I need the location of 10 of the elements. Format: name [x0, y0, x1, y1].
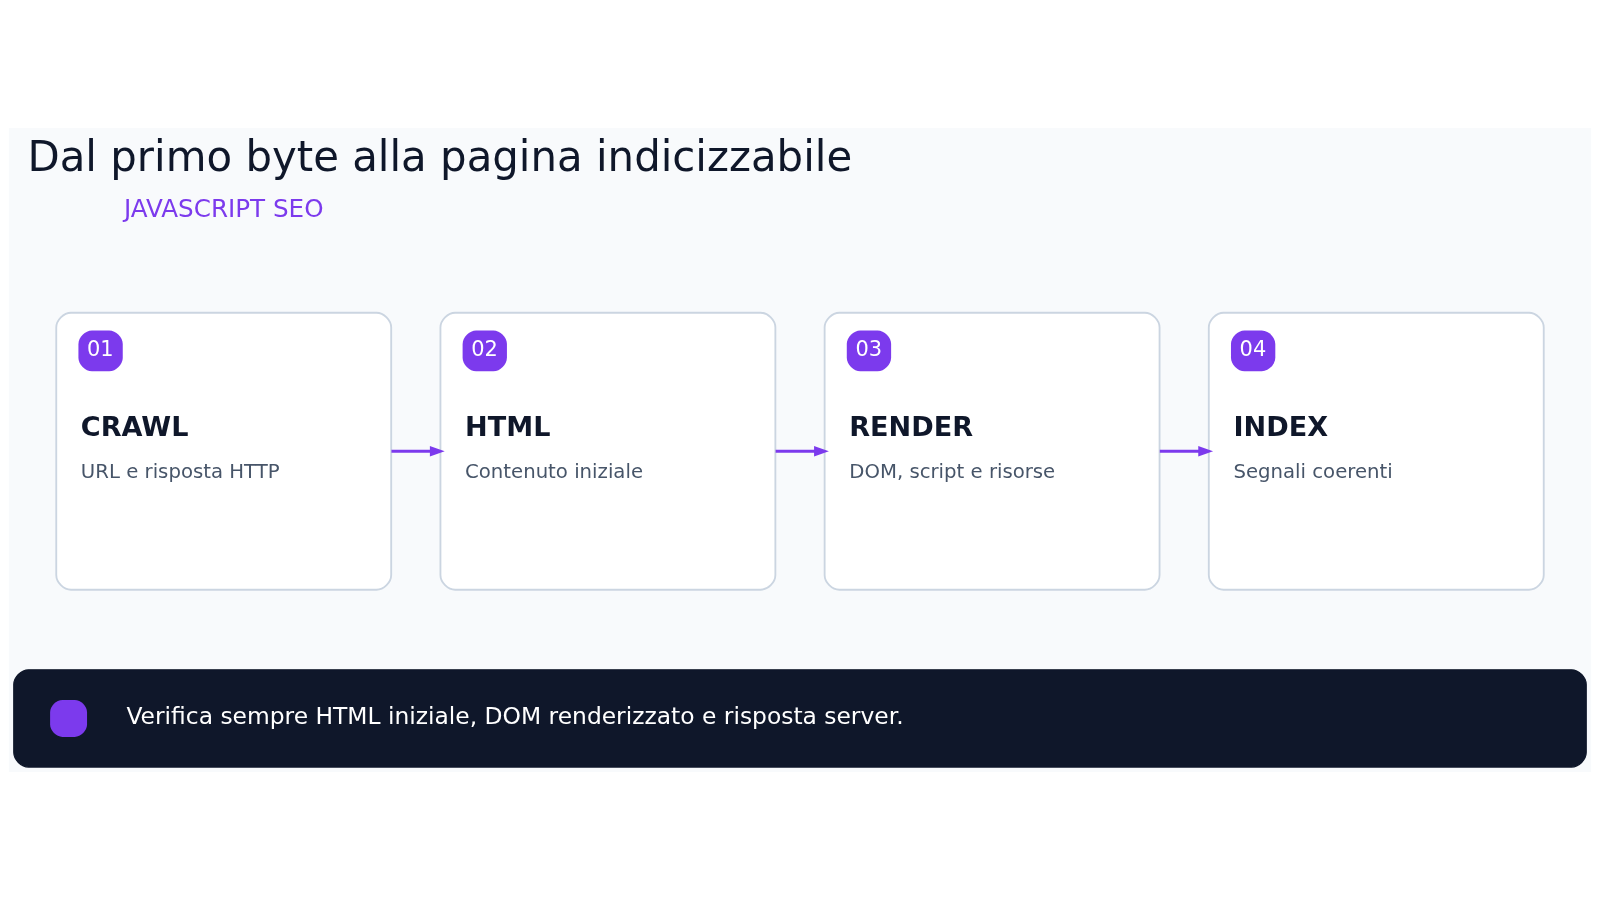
arrow [775, 446, 829, 457]
arrow [391, 446, 445, 457]
label: JAVASCRIPT SEO [123, 193, 324, 223]
node-box: Verifica sempre HTML iniziale, DOM renderizzato e risposta server. [13, 669, 1587, 768]
node-box: 04 INDEX Segnali coerenti [1207, 311, 1545, 591]
arrow [1159, 446, 1214, 457]
node-box: 02 HTML Contenuto iniziale [439, 311, 777, 591]
diagram-title: Dal primo byte alla pagina indicizzabile [27, 132, 853, 182]
node-box: 01 CRAWL URL e risposta HTTP [55, 311, 393, 591]
node-box: 03 RENDER DOM, script e risorse [823, 311, 1161, 591]
